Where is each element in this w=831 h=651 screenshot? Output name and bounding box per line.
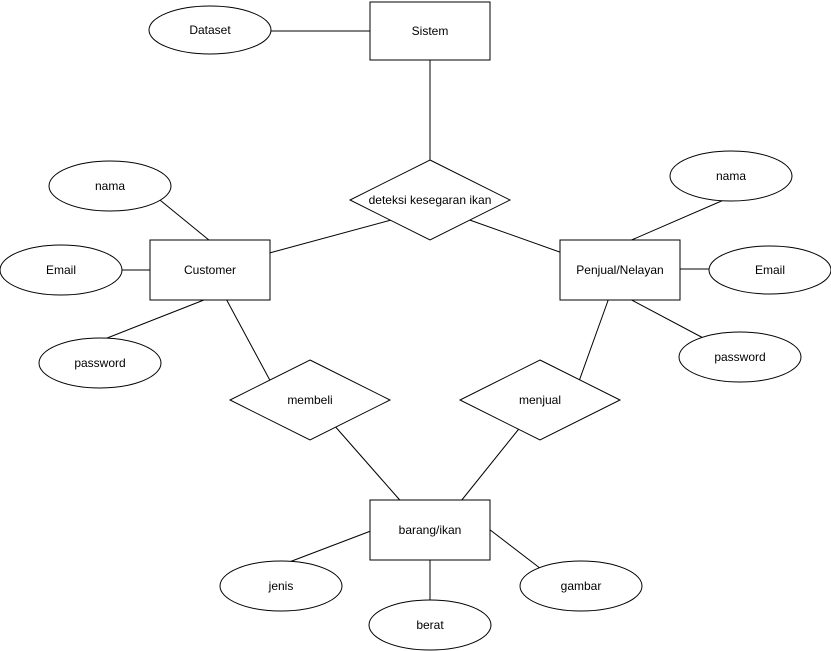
attribute-gambar: gambar — [519, 560, 643, 612]
attribute-penjual-nama: nama — [669, 150, 793, 202]
attribute-dataset-label: Dataset — [189, 23, 231, 37]
edge-customer-password — [96, 297, 210, 343]
attribute-penjual-nama-label: nama — [716, 169, 746, 183]
relationship-deteksi-diamond — [348, 159, 512, 241]
edge-barang-gambar — [484, 525, 546, 573]
edge-penjual-nama — [619, 195, 734, 246]
relationship-menjual-label: menjual — [519, 393, 561, 407]
entity-customer-box — [149, 239, 271, 301]
attribute-customer-email-label: Email — [46, 263, 76, 277]
relationship-menjual-diamond — [458, 359, 622, 441]
attribute-customer-email-ellipse — [0, 244, 123, 296]
attribute-berat: berat — [368, 599, 492, 651]
attribute-gambar-label: gambar — [561, 579, 602, 593]
attribute-customer-email: Email — [0, 244, 123, 296]
attribute-penjual-password-label: password — [714, 350, 765, 364]
edge-membeli-barang — [332, 423, 406, 507]
attribute-gambar-ellipse — [519, 560, 643, 612]
entity-barang-ikan-label: barang/ikan — [399, 523, 462, 537]
relationship-menjual: menjual — [458, 359, 622, 441]
attribute-customer-nama-label: nama — [95, 179, 125, 193]
attribute-customer-password: password — [38, 337, 162, 389]
entity-customer: Customer — [149, 239, 271, 301]
entity-barang-ikan: barang/ikan — [369, 499, 491, 561]
attribute-customer-password-label: password — [74, 356, 125, 370]
attribute-jenis-ellipse — [219, 560, 343, 612]
edge-penjual-menjual — [577, 294, 611, 385]
attribute-jenis: jenis — [219, 560, 343, 612]
attribute-berat-ellipse — [368, 599, 492, 651]
attribute-penjual-nama-ellipse — [669, 150, 793, 202]
relationship-membeli-label: membeli — [287, 393, 332, 407]
edge-customer-nama — [154, 195, 216, 246]
entity-sistem-label: Sistem — [412, 24, 449, 38]
attribute-dataset-ellipse — [148, 5, 272, 55]
edge-deteksi-customer — [261, 218, 396, 256]
attribute-penjual-password-ellipse — [678, 331, 802, 383]
entity-penjual-nelayan-box — [559, 239, 681, 301]
relationship-membeli-diamond — [228, 359, 392, 441]
edge-penjual-password — [623, 295, 708, 341]
attribute-customer-password-ellipse — [38, 337, 162, 389]
entity-sistem-box — [369, 1, 491, 61]
attribute-penjual-password: password — [678, 331, 802, 383]
entity-penjual-nelayan-label: Penjual/Nelayan — [576, 263, 663, 277]
edge-deteksi-penjual — [463, 217, 569, 256]
entity-barang-ikan-box — [369, 499, 491, 561]
attribute-penjual-email-ellipse — [708, 245, 831, 295]
relationship-deteksi-kesegaran-ikan: deteksi kesegaran ikan — [348, 159, 512, 241]
attribute-jenis-label: jenis — [268, 579, 294, 593]
edge-barang-jenis — [283, 528, 377, 565]
entity-customer-label: Customer — [184, 263, 236, 277]
edge-menjual-barang — [456, 424, 523, 507]
entity-penjual-nelayan: Penjual/Nelayan — [559, 239, 681, 301]
attribute-customer-nama: nama — [48, 160, 172, 212]
edges — [96, 30, 734, 606]
attribute-dataset: Dataset — [148, 5, 272, 55]
edge-customer-membeli — [223, 294, 274, 387]
attribute-customer-nama-ellipse — [48, 160, 172, 212]
attribute-berat-label: berat — [416, 618, 444, 632]
attribute-penjual-email: Email — [708, 245, 831, 295]
relationship-membeli: membeli — [228, 359, 392, 441]
attribute-penjual-email-label: Email — [755, 263, 785, 277]
relationship-deteksi-label: deteksi kesegaran ikan — [369, 193, 492, 207]
entity-sistem: Sistem — [369, 1, 491, 61]
